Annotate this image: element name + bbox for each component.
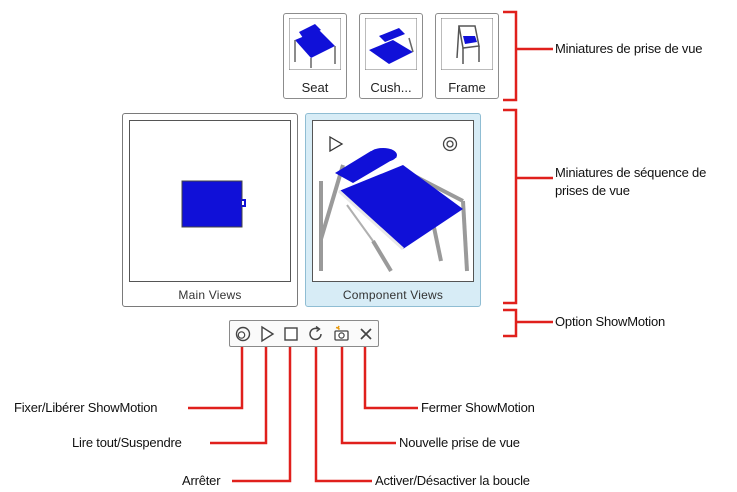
thumbnail-target-icon[interactable]	[442, 136, 458, 152]
annotation-sequence-line2: prises de vue	[555, 183, 630, 198]
close-icon[interactable]	[357, 325, 375, 343]
thumbnail-play-icon[interactable]	[328, 136, 344, 152]
main-views-preview	[129, 120, 291, 282]
annotation-sequence-line1: Miniatures de séquence de	[555, 165, 707, 180]
pin-icon[interactable]	[234, 325, 252, 343]
main-views-image	[181, 180, 246, 228]
annotation-new-shot: Nouvelle prise de vue	[399, 435, 520, 450]
stop-icon[interactable]	[282, 325, 300, 343]
new-shot-icon[interactable]	[333, 325, 351, 343]
component-views-image	[319, 148, 469, 273]
cushion-preview-image	[365, 18, 417, 70]
shot-thumbnail-seat[interactable]: Seat	[283, 13, 347, 99]
seat-preview-image	[289, 18, 341, 70]
annotation-pin: Fixer/Libérer ShowMotion	[14, 400, 158, 415]
play-icon[interactable]	[258, 325, 276, 343]
sequence-thumbnail-main-views[interactable]: Main Views	[122, 113, 298, 307]
sequence-label: Main Views	[178, 288, 242, 302]
sequence-label: Component Views	[342, 288, 444, 302]
shot-thumbnail-cushion[interactable]: Cush...	[359, 13, 423, 99]
shot-label: Frame	[448, 80, 486, 95]
loop-icon[interactable]	[307, 325, 325, 343]
frame-preview-image	[441, 18, 493, 70]
annotation-shot-thumbnails: Miniatures de prise de vue	[555, 41, 703, 56]
sequence-bracket	[503, 108, 518, 305]
option-bracket	[503, 308, 518, 338]
shot-bracket	[503, 10, 518, 102]
annotation-stop: Arrêter	[182, 473, 221, 488]
showmotion-toolbar	[229, 320, 379, 347]
annotation-close: Fermer ShowMotion	[421, 400, 535, 415]
shot-thumbnail-frame[interactable]: Frame	[435, 13, 499, 99]
shot-label: Seat	[301, 80, 329, 95]
annotation-loop: Activer/Désactiver la boucle	[375, 473, 530, 488]
shot-label: Cush...	[370, 80, 412, 95]
annotation-showmotion-option: Option ShowMotion	[555, 314, 666, 329]
sequence-thumbnail-component-views[interactable]: Component Views	[305, 113, 481, 307]
annotation-play: Lire tout/Suspendre	[72, 435, 182, 450]
